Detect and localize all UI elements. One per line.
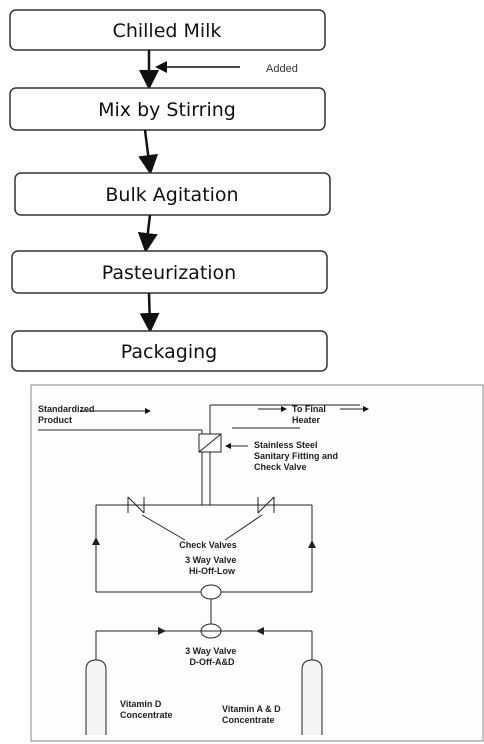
lower-arrow-right [256, 627, 264, 635]
step-box-packaging [11, 330, 328, 372]
vitamin-ad-tank [301, 659, 323, 735]
vitamin-d-tank [85, 659, 107, 735]
vitamin-ad-label: Vitamin A & D Concentrate [222, 704, 283, 725]
standardized-product-label: Standardized Product [38, 404, 97, 425]
step-box-pasteurization [11, 250, 328, 294]
check-valves-label: Check Valves [179, 540, 237, 550]
check-valve-pointer-right [224, 514, 263, 541]
step-bulk-agitation: Bulk Agitation [105, 184, 238, 206]
step-box-chilled-milk [9, 9, 326, 51]
arrow-4 [139, 292, 160, 333]
vitamin-d-label: Vitamin D Concentrate [120, 699, 173, 720]
arrow-2 [138, 129, 159, 175]
valve-upper-label: 3 Way Valve Hi-Off-Low [185, 555, 239, 576]
three-way-valve-upper [200, 584, 222, 600]
side-input-label: Added [266, 63, 298, 75]
step-pasteurization: Pasteurization [102, 262, 236, 284]
step-chilled-milk: Chilled Milk [113, 20, 222, 42]
step-packaging: Packaging [121, 341, 217, 363]
loop-arrow-left [92, 537, 100, 545]
step-mix-by-stirring: Mix by Stirring [98, 99, 236, 121]
stainless-fitting-label: Stainless Steel Sanitary Fitting and Che… [254, 440, 341, 472]
flowchart: Chilled Milk Added Mix by Stirring Bulk … [9, 9, 331, 372]
loop-arrow-right [308, 540, 316, 548]
step-box-mix-by-stirring [9, 87, 326, 131]
step-box-bulk-agitation [14, 172, 331, 216]
check-valve-right [257, 496, 275, 514]
valve-lower-label: 3 Way Valve D-Off-A&D [185, 646, 239, 667]
to-final-heater-label: To Final Heater [292, 404, 328, 425]
fortification-schematic: Standardized Product To Final Heater Sta… [30, 384, 484, 742]
lower-arrow-left [158, 627, 166, 635]
arrow-3 [137, 214, 158, 253]
fitting-diagonal [198, 433, 222, 453]
check-valve-pointer-left [141, 514, 186, 541]
check-valve-left [127, 496, 145, 514]
